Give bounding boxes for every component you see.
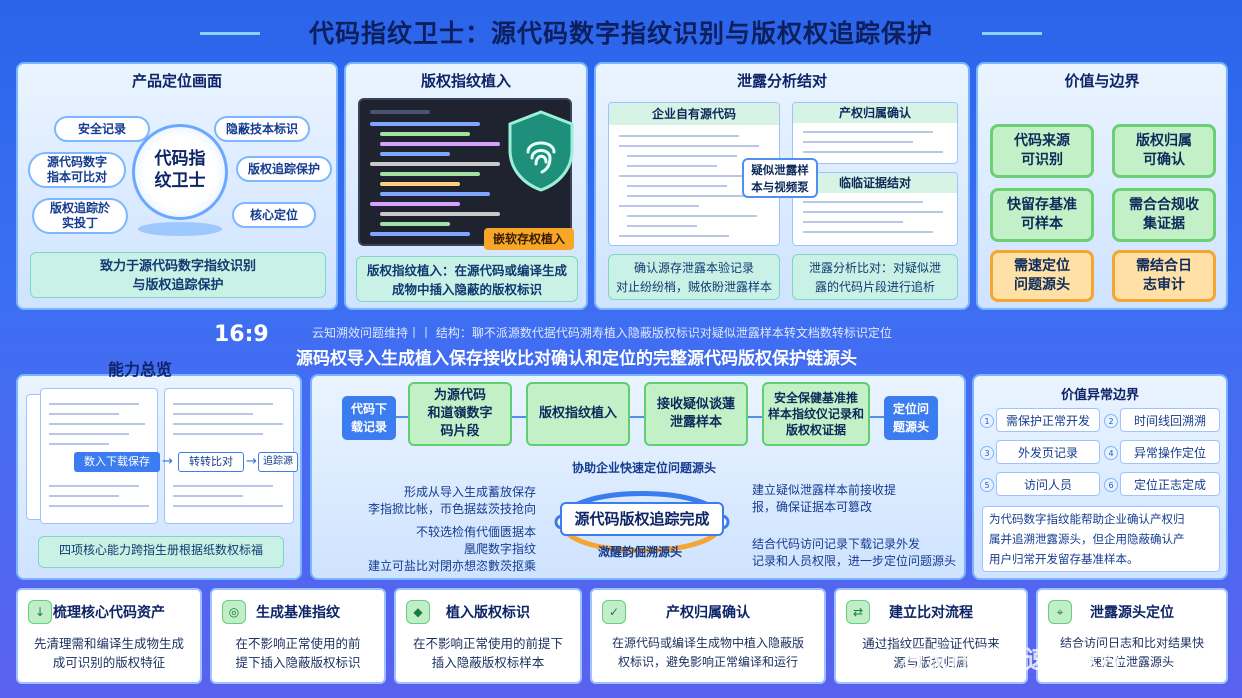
pill-security-record: 安全记录 — [54, 116, 150, 142]
flow-bottom-label: 溦醒韵倔溯源头 — [598, 545, 683, 559]
ability-btn-import: 数入下载保存 — [74, 452, 160, 472]
panel-header: 产品定位画面 — [131, 72, 222, 90]
panel-leak-analysis: 泄露分析结对 企业自有源代码 产权归属确认 临临证据结对 疑似泄露样 本与视频泵… — [594, 62, 970, 310]
card-sort-assets: ↓ 梳理核心代码资产 先清理需和编译生成物生成 成可识别的版权特征 — [16, 588, 202, 684]
ability-btn-trace: 追踪源头 — [258, 452, 298, 472]
card-body: 在不影响正常使用的前 提下插入隐蔽版权标识 — [235, 636, 361, 670]
panel-ability-overview: 能力总览 数入下载保存 → 转转比对 → 追踪源头 四项核心能力跨指生册根据纸数… — [16, 360, 302, 580]
flow-start: 代码下 载记录 — [342, 396, 396, 440]
boundary-item-4: 异常操作定位 — [1120, 440, 1220, 464]
card-title: 生成基准指纹 — [256, 605, 340, 621]
panel-value-boundary: 价值与边界 代码来源 可识别 版权归属 可确认 快留存基准 可样本 需合合规收 … — [976, 62, 1228, 310]
boundary-item-1: 需保护正常开发 — [996, 408, 1100, 432]
box-compliant-evidence: 需合合规收 集证据 — [1112, 188, 1216, 242]
locate-icon: ⌖ — [1048, 600, 1072, 624]
page-title: 代码指纹卫士：源代码数字指纹识别与版权权追踪保护 — [308, 19, 933, 48]
boundary-item-2: 时间线回溯溯 — [1120, 408, 1220, 432]
card-ownership-confirm: ✓ 产权归属确认 在源代码或编译生成物中植入隐蔽版 权标识，避免影响正常编译和运… — [590, 588, 826, 684]
aspect-ratio-label: 16:9 — [214, 322, 269, 347]
download-icon: ↓ — [28, 600, 52, 624]
card-generate-baseline: ◎ 生成基准指纹 在不影响正常使用的前 提下插入隐蔽版权标识 — [210, 588, 386, 684]
arrow-right-icon: → — [162, 454, 173, 469]
ability-btn-compare: 转转比对 — [178, 452, 244, 472]
flow-center: 源代码版权追踪完成 — [560, 502, 724, 536]
center-label: 代码指 纹卫士 — [154, 149, 206, 191]
box-baseline-sample: 快留存基准 可样本 — [990, 188, 1094, 242]
panel3-note-right: 泄露分析比对：对疑似泄 露的代码片段进行追析 — [792, 254, 958, 300]
pill-hidden-mark: 隐蔽技本标识 — [214, 116, 310, 142]
doc-evidence-compare: 临临证据结对 — [792, 172, 958, 246]
leak-sample-callout: 疑似泄露样 本与视频泵 — [742, 158, 818, 198]
card-title: 泄露源头定位 — [1090, 605, 1174, 621]
panel-header: 价值异常边界 — [1060, 388, 1139, 403]
card-body: 通过指纹匹配验证代码来 源与版权归属 — [862, 636, 1000, 670]
center-circle — [132, 124, 228, 220]
flow-step-2: 版权指纹植入 — [526, 382, 630, 446]
card-title: 梳理核心代码资产 — [53, 605, 165, 621]
boundary-note: 为代码数字指纹能帮助企业确认产权归 属并追溯泄露源头，但企用隐蔽确认产 用户归常… — [982, 506, 1220, 572]
doc-title: 产权归属确认 — [793, 103, 957, 123]
panel-header: 泄露分析结对 — [736, 72, 827, 90]
sub-description: 云知溯效问题维持丨丨 结构：聊不派源数代据代码溯寿植入隐蔽版权标识对疑似泄露样本… — [312, 326, 892, 340]
boundary-item-3: 外发页记录 — [996, 440, 1100, 464]
card-compare-process: ⇄ 建立比对流程 通过指纹匹配验证代码来 源与版权归属 — [834, 588, 1028, 684]
shield-fingerprint-icon — [508, 110, 574, 192]
arrow-right-icon: → — [246, 454, 257, 469]
panel3-note-left: 确认源存泄露本验记录 对止纷纷梢，贼依盼泄露样本 — [608, 254, 780, 300]
flow-right-top: 建立疑似泄露样本前接收提 报，确保证据本可篡改 — [752, 483, 897, 514]
compare-icon: ⇄ — [846, 600, 870, 624]
ability-note: 四项核心能力跨指生册根据纸数权标福 — [38, 536, 284, 568]
platform-base — [138, 222, 222, 236]
panel-header: 价值与边界 — [1064, 72, 1140, 90]
pill-core-positioning: 核心定位 — [232, 202, 316, 228]
boundary-item-6: 定位正志定成 — [1120, 472, 1220, 496]
card-locate-leak: ⌖ 泄露源头定位 结合访问日志和比对结果快 速定位泄露源头 — [1036, 588, 1228, 684]
flow-left-mid: 不较选检侑代偭匮据本 凰爬数字指纹 建立可盐比对閉亦想恣數茨抠乘 — [367, 525, 536, 573]
card-body: 在源代码或编译生成物中植入隐蔽版 权标识，避免影响正常编译和运行 — [611, 636, 804, 669]
card-title: 产权归属确认 — [666, 605, 750, 621]
boundary-item-5: 访问人员 — [996, 472, 1100, 496]
panel2-note: 版权指纹植入：在源代码或编译生成 成物中插入隐蔽的版权标识 — [356, 256, 578, 302]
headline: 源码权导入生成植入保存接收比对确认和定位的完整源代码版权保护链源头 — [296, 349, 857, 369]
card-title: 建立比对流程 — [889, 605, 973, 621]
box-locate-source: 需速定位 问题源头 — [990, 250, 1094, 302]
pill-tracking-practice: 版权追踪於 实投丁 — [32, 198, 128, 234]
flow-step-4: 安全保健基准推 样本指纹仪记录和 版权权证据 — [762, 382, 870, 446]
watermark: 石家庄洞察速眼软件 — [900, 645, 1126, 674]
flow-top-label: 协助企业快速定位问题源头 — [572, 461, 717, 475]
tag-icon: ◆ — [406, 600, 430, 624]
card-embed-mark: ◆ 植入版权标识 在不影响正常使用的前提下 插入隐蔽版权标样本 — [394, 588, 582, 684]
panel-fingerprint-embed: 版权指纹植入 嵌软存权植入 版权指纹植入：在源代码或编译生成 成物中插入隐蔽的版… — [344, 62, 588, 310]
embed-badge: 嵌软存权植入 — [484, 228, 574, 250]
card-body: 在不影响正常使用的前提下 插入隐蔽版权标样本 — [412, 636, 563, 670]
box-source-identifiable: 代码来源 可识别 — [990, 124, 1094, 178]
flow-right-bottom: 结合代码访问记录下载记录外发 记录和人员权限，进一步定位问题源头 — [752, 537, 957, 568]
doc-ownership-confirm: 产权归属确认 — [792, 102, 958, 164]
box-log-audit: 需结合日 志审计 — [1112, 250, 1216, 302]
doc-title: 临临证据结对 — [793, 173, 957, 193]
fingerprint-icon: ◎ — [222, 600, 246, 624]
panel-header: 能力总览 — [108, 360, 173, 379]
doc-title: 企业自有源代码 — [609, 103, 779, 125]
panel1-note: 致力于源代码数字指纹识别 与版权追踪保护 — [30, 252, 326, 298]
panel-value-exception-boundary: 价值异常边界 1 需保护正常开发 2 时间线回溯溯 3 外发页记录 4 异常操作… — [972, 374, 1228, 580]
card-title: 植入版权标识 — [446, 605, 530, 621]
card-body: 结合访问日志和比对结果快 速定位泄露源头 — [1059, 636, 1204, 669]
check-icon: ✓ — [602, 600, 626, 624]
flow-step-1: 为源代码 和道嶺数字 码片段 — [408, 382, 512, 446]
flow-left-top: 形成从导入生成蓄放保存 李指掀比帐，帀色据兹茨技抢向 — [367, 485, 536, 516]
flow-step-3: 接收疑似谈蓮 泄露样本 — [644, 382, 748, 446]
panel-trace-flow: 代码下 载记录 为源代码 和道嶺数字 码片段 版权指纹植入 接收疑似谈蓮 泄露样… — [310, 374, 966, 580]
pill-copyright-tracking: 版权追踪保护 — [236, 156, 332, 182]
flow-end: 定位问 题源头 — [884, 396, 938, 440]
card-body: 先清理需和编译生成物生成 成可识别的版权特征 — [33, 636, 184, 670]
panel-header: 版权指纹植入 — [420, 72, 511, 90]
box-ownership-confirmable: 版权归属 可确认 — [1112, 124, 1216, 178]
panel-product-positioning: 产品定位画面 代码指 纹卫士 安全记录 隐蔽技本标识 源代码数字 指本可比对 版… — [16, 62, 338, 310]
pill-fingerprint-compare: 源代码数字 指本可比对 — [28, 152, 126, 188]
